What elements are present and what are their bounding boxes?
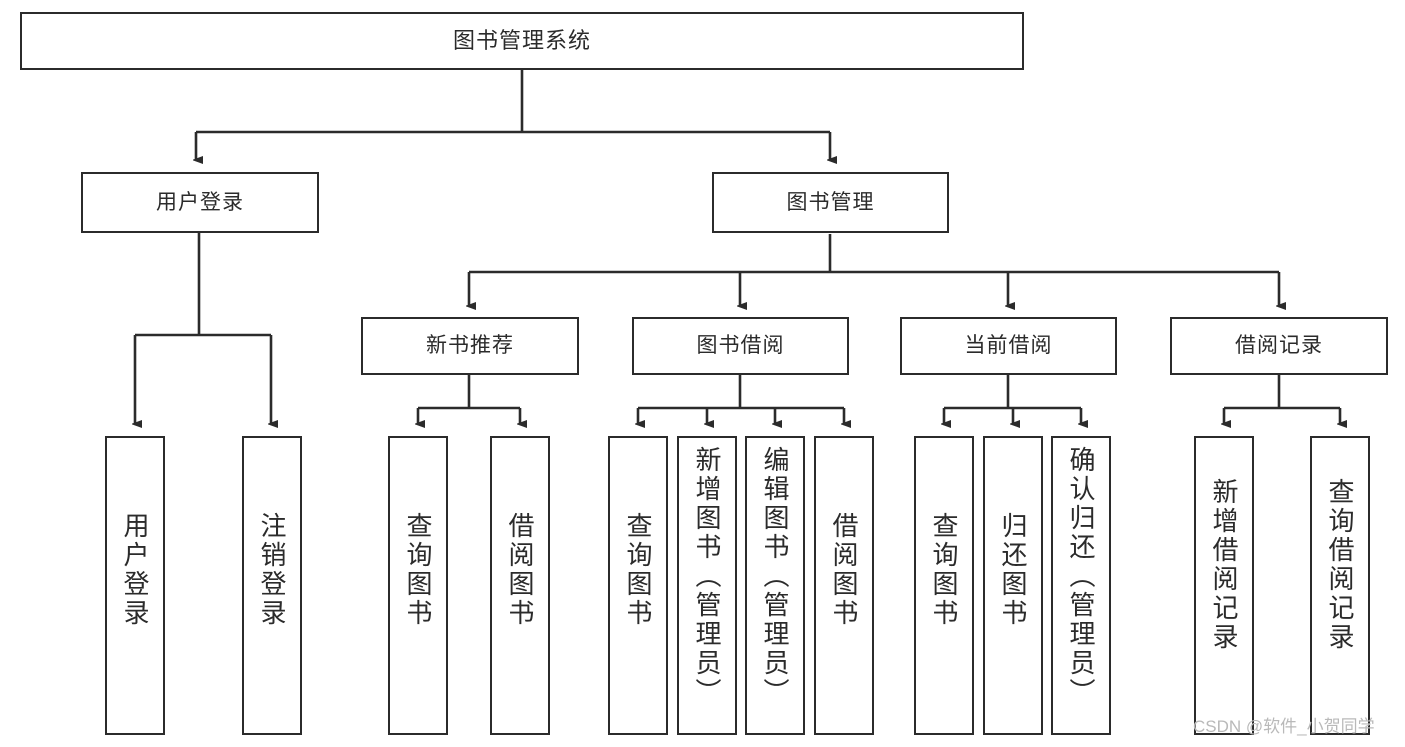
node-label: 借阅图书 [505, 512, 535, 628]
node-current-borrow[interactable]: 当前借阅 [900, 317, 1117, 375]
leaf-borrow-book[interactable]: 借阅图书 [814, 436, 874, 735]
leaf-return-book[interactable]: 归还图书 [983, 436, 1043, 735]
leaf-confirm-return-admin[interactable]: 确认归还（管理员） [1051, 436, 1111, 735]
node-label: 新书推荐 [426, 334, 514, 358]
node-label: 确认归还（管理员） [1066, 446, 1096, 707]
leaf-add-borrow-record[interactable]: 新增借阅记录 [1194, 436, 1254, 735]
node-label: 查询图书 [403, 512, 433, 628]
node-label: 图书管理系统 [452, 27, 591, 53]
node-label: 图书管理 [786, 190, 875, 214]
node-label: 新增图书（管理员） [692, 446, 722, 707]
leaf-query-book-borrow[interactable]: 查询图书 [608, 436, 668, 735]
leaf-borrow-book-newbook[interactable]: 借阅图书 [490, 436, 550, 735]
leaf-add-book-admin[interactable]: 新增图书（管理员） [677, 436, 737, 735]
node-label: 借阅记录 [1235, 334, 1323, 358]
node-new-book-recommend[interactable]: 新书推荐 [361, 317, 579, 375]
node-label: 查询图书 [623, 512, 653, 628]
node-label: 当前借阅 [964, 334, 1053, 358]
leaf-logout[interactable]: 注销登录 [242, 436, 302, 735]
node-user-login[interactable]: 用户登录 [81, 172, 319, 233]
leaf-user-login[interactable]: 用户登录 [105, 436, 165, 735]
node-label: 用户登录 [156, 190, 244, 214]
node-label: 借阅图书 [829, 512, 859, 628]
node-label: 归还图书 [998, 512, 1028, 628]
node-label: 注销登录 [257, 512, 287, 628]
node-label: 查询图书 [929, 512, 959, 628]
node-label: 查询借阅记录 [1325, 478, 1355, 652]
leaf-query-book-newbook[interactable]: 查询图书 [388, 436, 448, 735]
csdn-watermark: CSDN @软件_小贺同学 [1193, 717, 1375, 736]
leaf-edit-book-admin[interactable]: 编辑图书（管理员） [745, 436, 805, 735]
leaf-query-borrow-record[interactable]: 查询借阅记录 [1310, 436, 1370, 735]
node-label: 新增借阅记录 [1209, 478, 1239, 652]
node-book-borrow[interactable]: 图书借阅 [632, 317, 849, 375]
node-borrow-record[interactable]: 借阅记录 [1170, 317, 1388, 375]
node-label: 用户登录 [120, 512, 150, 628]
node-label: 图书借阅 [696, 334, 785, 358]
node-root-book-management-system[interactable]: 图书管理系统 [20, 12, 1024, 70]
node-book-management[interactable]: 图书管理 [712, 172, 949, 233]
node-label: 编辑图书（管理员） [760, 446, 790, 707]
leaf-query-book-current[interactable]: 查询图书 [914, 436, 974, 735]
